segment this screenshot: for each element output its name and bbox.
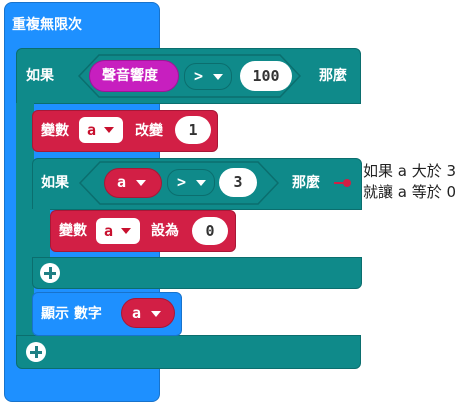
- if-block-inner-bottom[interactable]: [32, 257, 362, 289]
- annotation-dot: [343, 179, 351, 187]
- variable-dropdown-change[interactable]: a: [79, 117, 123, 143]
- then-label-outer: 那麼: [319, 68, 347, 84]
- if-label-outer: 如果: [26, 68, 54, 84]
- variable-dropdown-set[interactable]: a: [96, 218, 140, 244]
- triangle-down-icon: [121, 228, 131, 234]
- annotation-line-1: 如果 a 大於 3: [363, 162, 457, 180]
- if-block-outer-bottom[interactable]: [16, 335, 361, 369]
- if-label-inner: 如果: [41, 175, 69, 191]
- triangle-down-icon: [151, 311, 161, 317]
- plus-circle-icon[interactable]: [26, 342, 46, 362]
- if-block-inner-arm: [32, 209, 50, 259]
- variable-reporter-inner[interactable]: [104, 168, 162, 198]
- triangle-down-icon: [196, 180, 206, 186]
- value-field-inner[interactable]: 3: [219, 168, 257, 197]
- triangle-down-icon: [104, 127, 114, 133]
- if-block-outer-arm: [16, 103, 34, 335]
- operator-outer-text: >: [194, 67, 204, 85]
- variable-name-set: a: [104, 222, 114, 240]
- operator-dropdown-outer[interactable]: >: [184, 63, 232, 90]
- variable-name-inner: a: [117, 173, 127, 191]
- variable-name-show: a: [132, 304, 142, 322]
- change-by-label: 改變: [135, 123, 163, 139]
- value-field-change[interactable]: 1: [175, 116, 211, 144]
- triangle-down-icon: [136, 180, 146, 186]
- sound-level-reporter[interactable]: [89, 60, 179, 92]
- triangle-down-icon: [213, 74, 223, 80]
- show-number-label: 顯示 數字: [41, 306, 102, 322]
- set-to-label: 設為: [151, 223, 179, 239]
- then-label-inner: 那麼: [292, 175, 320, 191]
- value-field-set[interactable]: 0: [192, 217, 228, 245]
- plus-circle-icon[interactable]: [40, 263, 60, 283]
- annotation-line-2: 就讓 a 等於 0: [363, 183, 457, 201]
- annotation-connector-line: [334, 182, 348, 184]
- operator-dropdown-inner[interactable]: >: [167, 169, 215, 196]
- set-variable-label: 變數: [59, 223, 87, 239]
- sound-level-label: 聲音響度: [102, 68, 158, 84]
- variable-name-change: a: [87, 121, 97, 139]
- change-variable-label: 變數: [41, 123, 69, 139]
- value-field-outer[interactable]: 100: [240, 61, 292, 91]
- repeat-forever-label: 重複無限次: [12, 17, 82, 33]
- operator-inner-text: >: [177, 173, 187, 191]
- variable-reporter-show[interactable]: [121, 298, 175, 328]
